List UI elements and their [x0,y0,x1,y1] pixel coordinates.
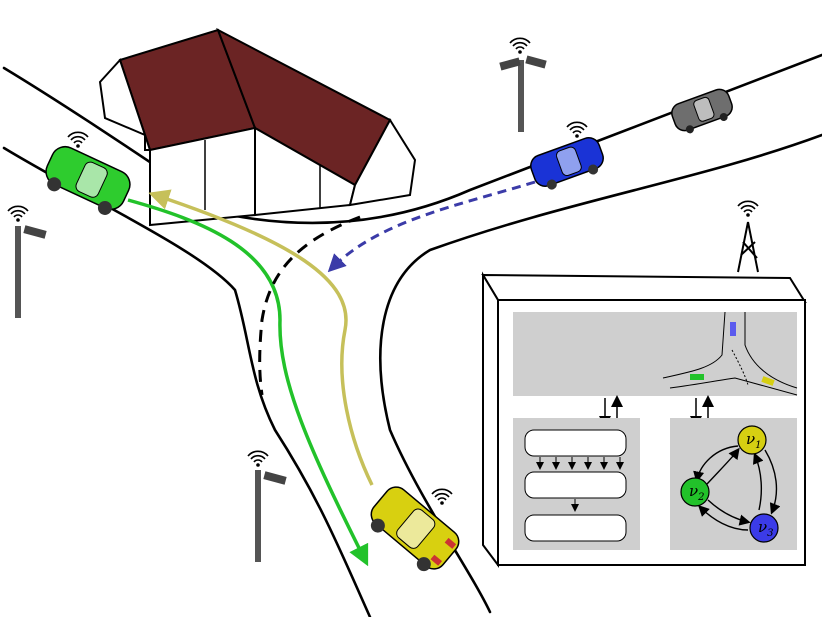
camera-pole-icon [255,470,287,562]
house-icon [98,27,417,227]
black-dashed-curb [258,215,361,396]
wifi-icon [431,488,453,506]
network-layer-2 [524,471,627,499]
graph-node-v1 [737,425,767,455]
map-green-marker [690,374,704,380]
graph-nodes: ν1 ν2 ν3 [680,425,779,543]
network-layer-3 [524,514,627,542]
wifi-icon [7,205,29,223]
map-yellow-marker [761,376,775,386]
camera-pole-icon [15,225,47,318]
green-car-path [127,198,369,567]
wifi-icon [566,121,588,139]
gray-car [671,88,733,134]
graph-node-v3 [749,513,779,543]
road-left-outer-edge [2,146,372,617]
green-car [45,145,131,215]
yellow-car [370,486,460,572]
graph-node-label-v1: ν1 [746,430,762,451]
graph-node-label-v3: ν3 [758,518,774,539]
wifi-icon [737,200,759,218]
blue-car [530,137,604,190]
wifi-icon [247,450,269,468]
graph-node-v2 [680,477,710,507]
radio-tower-icon [737,221,759,273]
map-blue-marker [730,322,736,336]
blue-car-planned-path [327,180,536,273]
yellow-car-path [148,189,374,486]
camera-pole-icon [499,55,547,132]
graph-node-label-v2: ν2 [689,482,705,503]
wifi-icon [67,131,89,149]
wifi-icon [509,37,531,55]
network-layer-1 [524,429,627,457]
edge-server-box: ν1 ν2 ν3 [481,271,807,568]
